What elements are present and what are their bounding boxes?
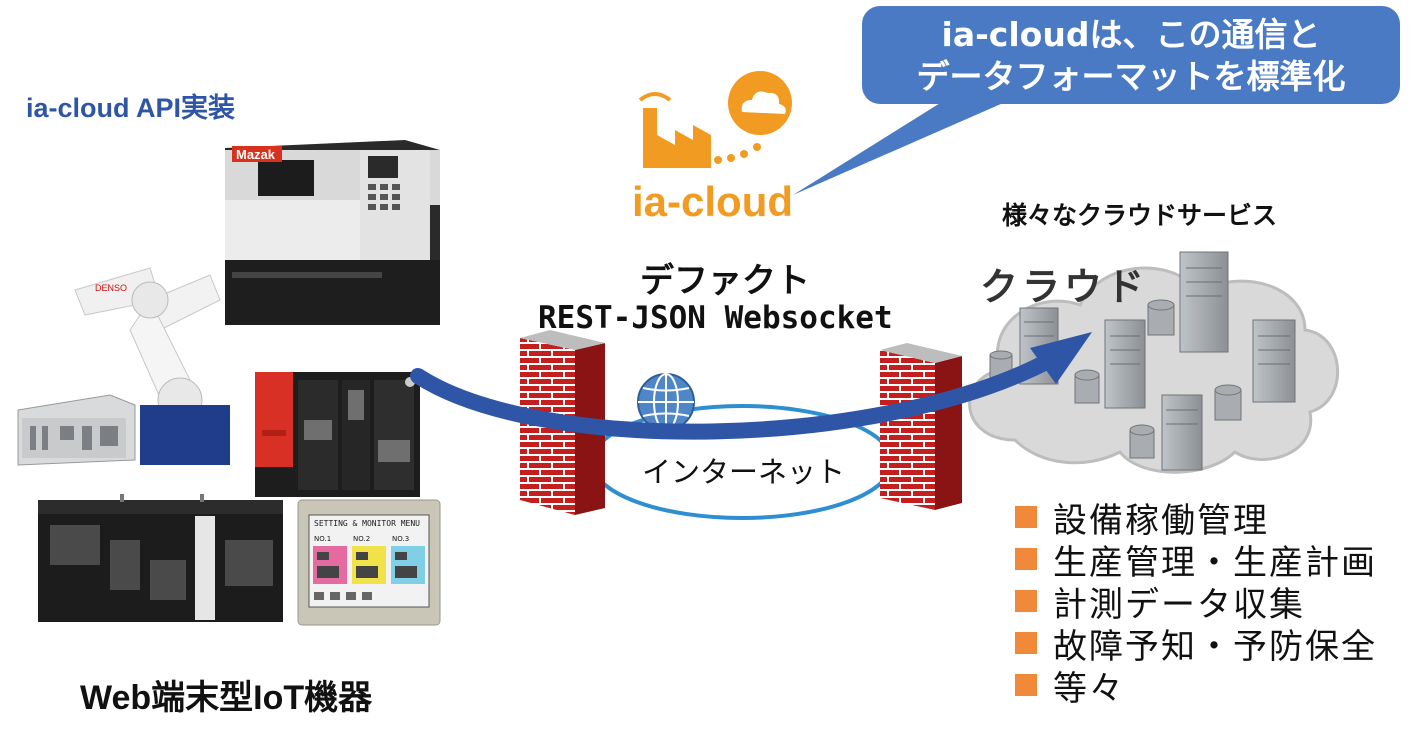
service-label: 設備稼働管理 <box>1053 500 1269 541</box>
bullet-square-icon <box>1015 506 1037 528</box>
callout-line-2: データフォーマットを標準化 <box>916 57 1346 96</box>
communication-arrow <box>410 352 1058 440</box>
cnc-machine-image: Mazak <box>225 140 440 325</box>
denso-brand: DENSO <box>95 283 127 293</box>
service-item: 生産管理・生産計画 <box>1015 538 1377 583</box>
iot-devices-label: Web端末型IoT機器 <box>80 679 373 717</box>
cloud-label: クラウド <box>980 265 1149 309</box>
server-icon <box>1252 319 1296 403</box>
firewall-icon-right <box>880 343 962 510</box>
database-icon <box>1147 299 1175 336</box>
factory-icon <box>638 71 792 168</box>
service-item: 設備稼働管理 <box>1015 496 1377 541</box>
service-label: 計測データ収集 <box>1053 584 1305 625</box>
arrow-head <box>1030 332 1092 384</box>
hmi-header: SETTING & MONITOR MENU <box>314 519 420 528</box>
server-icon <box>1179 251 1229 353</box>
hmi-no3: NO.3 <box>392 535 409 543</box>
service-label: 等々 <box>1053 668 1125 709</box>
globe-icon <box>637 373 695 431</box>
bullet-square-icon <box>1015 548 1037 570</box>
hmi-no1: NO.1 <box>314 535 331 543</box>
service-label: 生産管理・生産計画 <box>1053 542 1377 583</box>
robot-arm-image: DENSO <box>74 267 230 465</box>
database-icon <box>1129 424 1155 459</box>
service-list: 設備稼働管理 生産管理・生産計画 計測データ収集 故障予知・予防保全 等々 <box>1015 496 1377 709</box>
database-icon <box>1074 369 1100 404</box>
callout-tail <box>793 100 1010 195</box>
service-item: 等々 <box>1015 664 1377 709</box>
service-item: 計測データ収集 <box>1015 580 1377 625</box>
callout-line-1: ia-cloudは、この通信と <box>941 15 1321 54</box>
callout-bubble: ia-cloudは、この通信と データフォーマットを標準化 <box>862 6 1400 104</box>
robot-controller-image <box>17 394 136 466</box>
service-label: 故障予知・予防保全 <box>1053 626 1377 667</box>
server-icon <box>1161 394 1203 471</box>
protocol-label: REST-JSON Websocket <box>538 300 893 336</box>
bullet-square-icon <box>1015 632 1037 654</box>
controller-image <box>38 494 283 622</box>
mazak-brand: Mazak <box>236 147 276 162</box>
internet-label: インターネット <box>642 455 846 489</box>
service-item: 故障予知・予防保全 <box>1015 622 1377 667</box>
cloud-icon <box>968 266 1340 474</box>
defacto-label: デファクト <box>640 261 810 301</box>
plc-image <box>255 372 420 497</box>
ia-cloud-logo-text: ia-cloud <box>632 178 794 225</box>
hmi-no2: NO.2 <box>353 535 370 543</box>
bullet-square-icon <box>1015 590 1037 612</box>
server-icon <box>1104 319 1146 409</box>
hmi-panel-image: SETTING & MONITOR MENU NO.1 NO.2 NO.3 <box>297 499 441 626</box>
bullet-square-icon <box>1015 674 1037 696</box>
api-implementation-label: ia-cloud API実装 <box>26 93 236 123</box>
cloud-services-title: 様々なクラウドサービス <box>1002 201 1278 230</box>
database-icon <box>1214 384 1242 421</box>
